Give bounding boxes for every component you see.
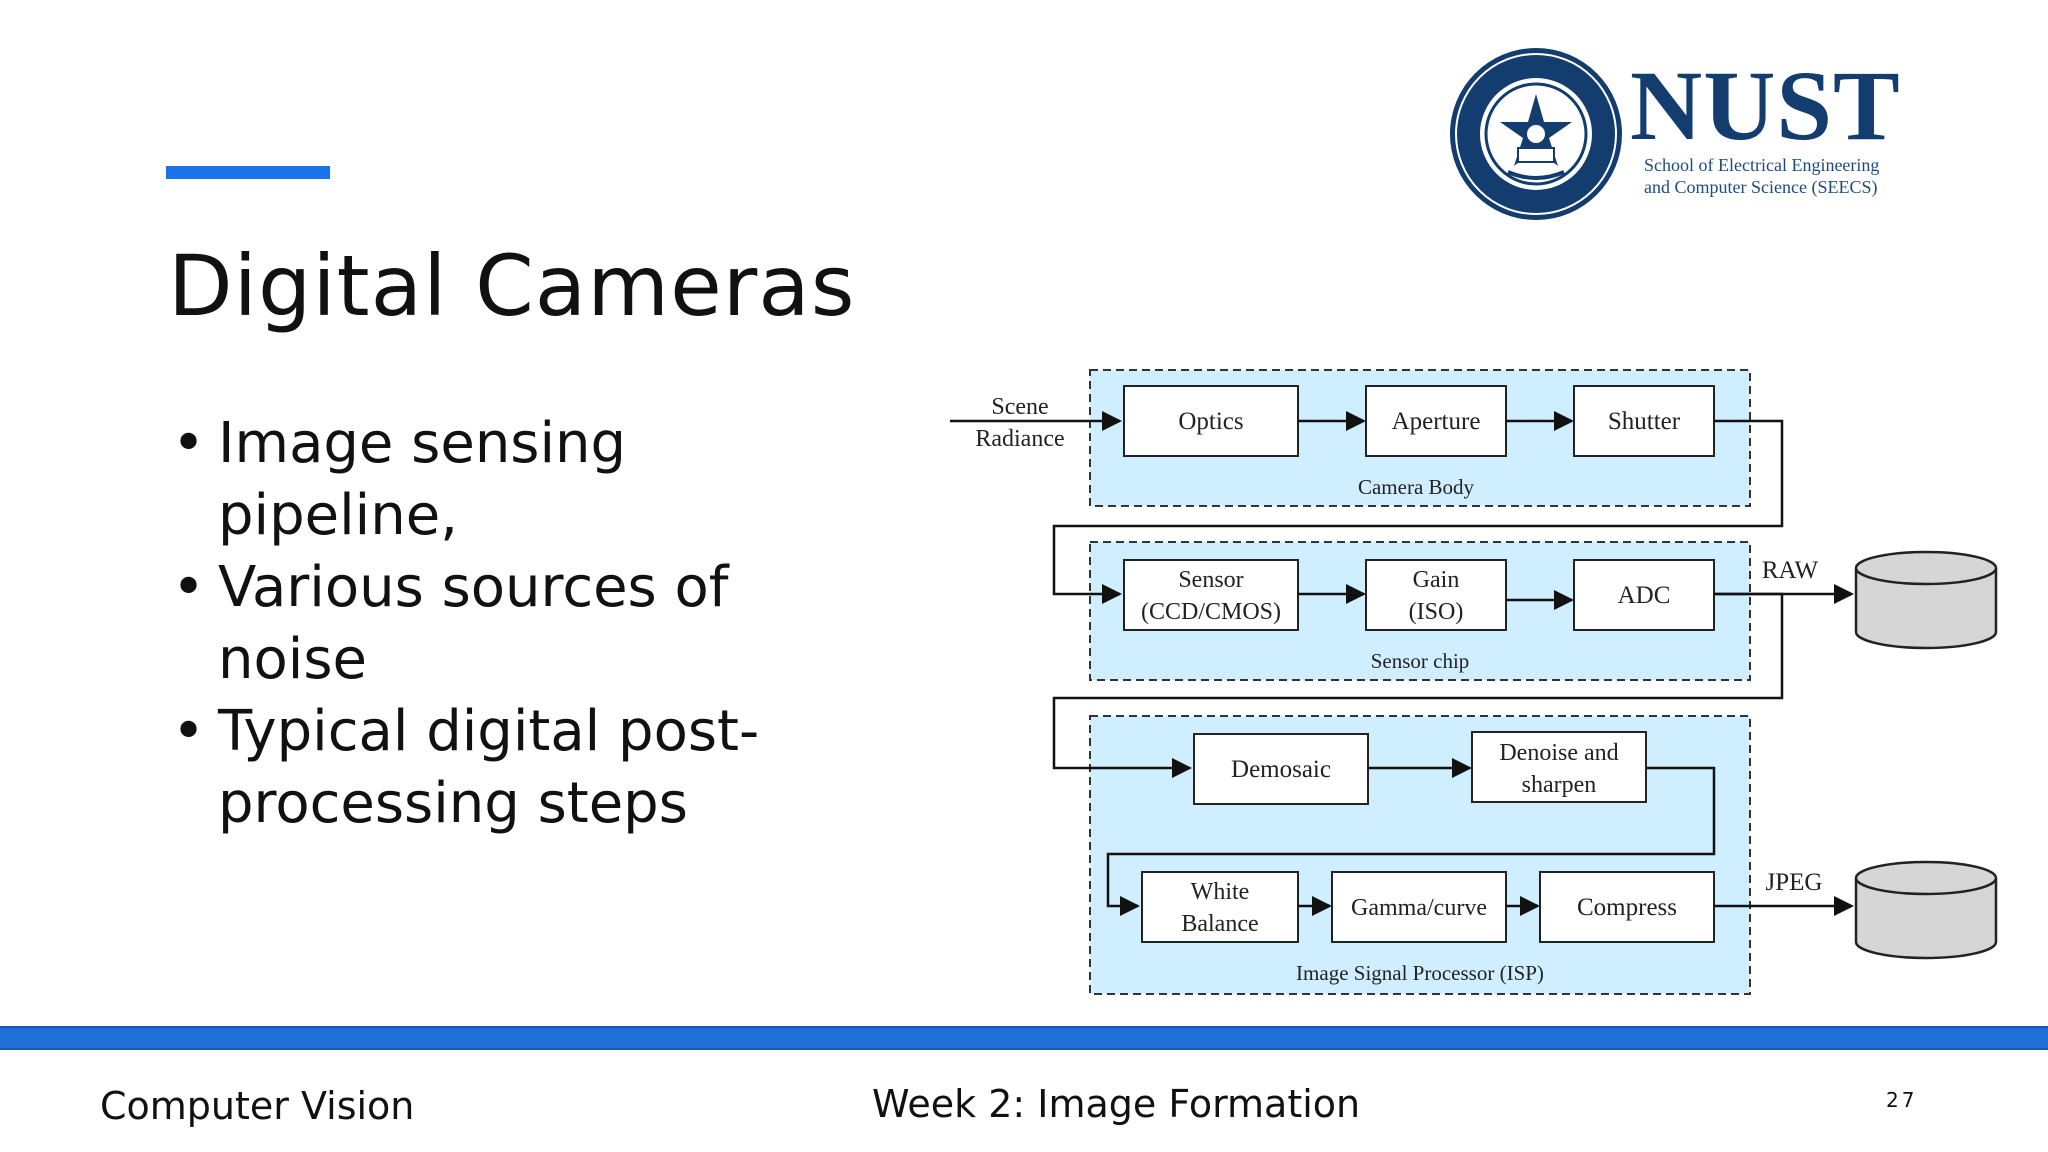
page-number: 27 xyxy=(1886,1088,1918,1112)
flow-arrow xyxy=(1106,766,1716,916)
bullet-item: Typical digital post-processing steps xyxy=(168,696,788,840)
jpeg-storage-icon xyxy=(1854,860,1998,960)
raw-label: RAW xyxy=(1762,557,1819,584)
denoise-label: sharpen xyxy=(1522,772,1597,798)
shutter-block xyxy=(1573,385,1715,457)
compress-label: Compress xyxy=(1577,894,1677,921)
shutter-label: Shutter xyxy=(1608,408,1681,435)
logo-subtitle-line: and Computer Science (SEECS) xyxy=(1644,177,1878,197)
nust-seal-icon xyxy=(1450,48,1622,220)
demosaic-label: Demosaic xyxy=(1231,756,1331,783)
scene-radiance-label: Radiance xyxy=(975,426,1064,452)
gain-label: (ISO) xyxy=(1409,599,1464,625)
white-balance-label: White xyxy=(1191,879,1250,905)
sensor-label: Sensor xyxy=(1178,567,1243,593)
adc-label: ADC xyxy=(1618,582,1671,609)
logo-subtitle-line: School of Electrical Engineering xyxy=(1644,155,1880,175)
raw-storage-icon xyxy=(1854,550,1998,650)
footer-bar xyxy=(0,1026,2048,1050)
aperture-block xyxy=(1365,385,1507,457)
bullet-item: Image sensing pipeline, xyxy=(168,408,788,552)
denoise-label: Denoise and xyxy=(1499,740,1618,766)
footer-week-title: Week 2: Image Formation xyxy=(872,1082,1361,1126)
camera-body-label: Camera Body xyxy=(1358,475,1475,499)
gain-label: Gain xyxy=(1413,567,1460,593)
camera-pipeline-diagram: Camera Body Sensor chip Image Signal Pro… xyxy=(950,369,1998,995)
white-balance-block xyxy=(1141,871,1299,943)
sensor-block xyxy=(1123,559,1299,631)
sensor-chip-label: Sensor chip xyxy=(1371,649,1470,673)
gamma-label: Gamma/curve xyxy=(1351,895,1487,921)
jpeg-label: JPEG xyxy=(1766,869,1823,896)
white-balance-label: Balance xyxy=(1181,911,1258,937)
aperture-label: Aperture xyxy=(1392,408,1481,435)
sensor-label: (CCD/CMOS) xyxy=(1141,599,1281,625)
compress-block xyxy=(1539,871,1715,943)
scene-radiance-label: Scene xyxy=(991,394,1048,420)
flow-arrow xyxy=(1052,592,1784,778)
gamma-block xyxy=(1331,871,1507,943)
title-accent-line xyxy=(166,166,330,179)
nust-logo: NUST School of Electrical Engineering an… xyxy=(1448,44,1908,224)
flow-arrow xyxy=(1052,419,1784,604)
slide-title: Digital Cameras xyxy=(168,237,856,335)
logo-subtitle: School of Electrical Engineering and Com… xyxy=(1644,154,1904,198)
denoise-block xyxy=(1471,731,1647,803)
bullet-item: Various sources of noise xyxy=(168,552,788,696)
optics-label: Optics xyxy=(1178,408,1243,435)
gain-block xyxy=(1365,559,1507,631)
footer-course-title: Computer Vision xyxy=(100,1084,415,1128)
logo-name: NUST xyxy=(1630,50,1901,161)
bullet-list: Image sensing pipeline, Various sources … xyxy=(168,408,788,840)
isp-label: Image Signal Processor (ISP) xyxy=(1296,961,1544,985)
adc-block xyxy=(1573,559,1715,631)
